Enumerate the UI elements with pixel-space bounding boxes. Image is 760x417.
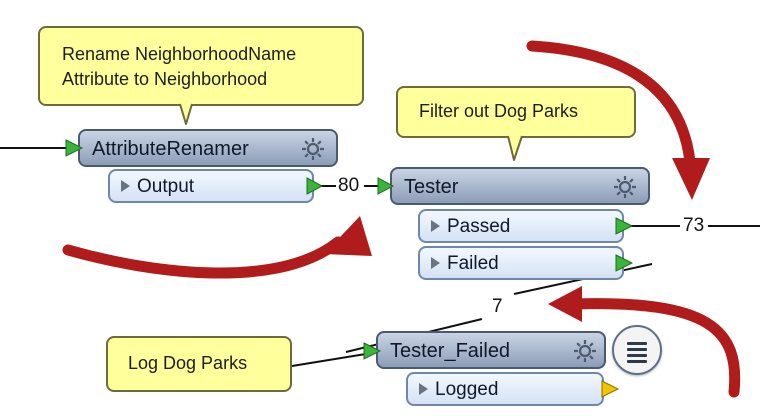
port-label: Failed (447, 253, 499, 274)
port-label: Logged (435, 379, 499, 400)
transformer-tester-failed[interactable]: Tester_Failed (376, 331, 606, 369)
transformer-tester[interactable]: Tester (390, 167, 650, 205)
transformer-title: Tester (404, 176, 459, 198)
transformer-title: AttributeRenamer (92, 138, 249, 160)
port-output[interactable]: Output (108, 169, 314, 203)
feature-count-73[interactable]: 73 (681, 215, 707, 237)
gear-icon[interactable] (612, 174, 638, 200)
annotation-filter[interactable]: Filter out Dog Parks (396, 86, 636, 138)
annotation-filter-text: Filter out Dog Parks (419, 101, 579, 121)
transformer-title: Tester_Failed (390, 340, 511, 362)
transformer-attributerenamer[interactable]: AttributeRenamer (78, 129, 338, 167)
triangle-right-icon[interactable] (431, 220, 440, 232)
triangle-right-icon[interactable] (121, 180, 130, 192)
feature-count-7[interactable]: 7 (490, 296, 505, 318)
annotation-rename[interactable]: Rename NeighborhoodName Attribute to Nei… (38, 26, 364, 106)
list-icon[interactable] (612, 325, 662, 375)
annotation-rename-line-1: Rename NeighborhoodName (62, 44, 297, 64)
gear-icon[interactable] (572, 338, 598, 364)
feature-count-80[interactable]: 80 (336, 175, 362, 197)
port-label: Passed (447, 216, 511, 237)
port-passed[interactable]: Passed (418, 209, 624, 243)
port-label: Output (137, 176, 195, 197)
note-to-logger-leader (291, 351, 379, 367)
gear-icon[interactable] (300, 136, 326, 162)
port-logged[interactable]: Logged (406, 372, 604, 406)
port-failed[interactable]: Failed (418, 246, 624, 280)
annotation-rename-line-2: Attribute to Neighborhood (62, 69, 268, 89)
triangle-right-icon[interactable] (419, 383, 428, 395)
annotation-log[interactable]: Log Dog Parks (106, 336, 292, 392)
triangle-right-icon[interactable] (431, 257, 440, 269)
annotation-log-text: Log Dog Parks (128, 353, 248, 373)
